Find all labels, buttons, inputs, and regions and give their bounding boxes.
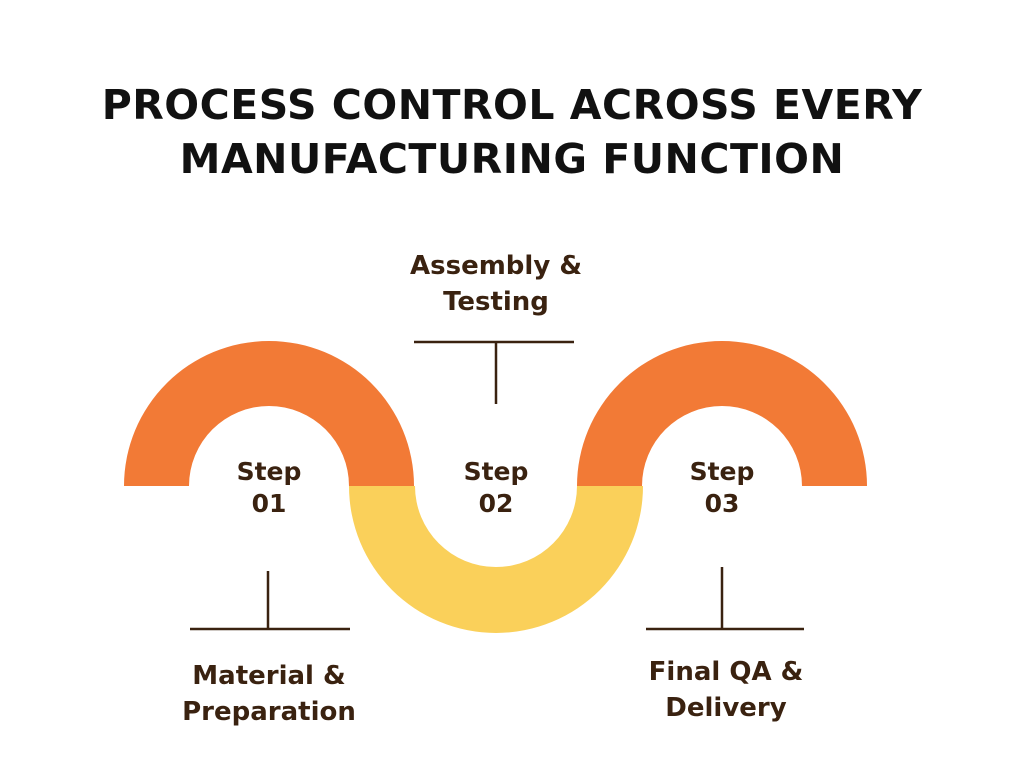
connector-step-03 — [646, 567, 804, 631]
title-line-2: MANUFACTURING FUNCTION — [179, 135, 845, 183]
arc-step-03 — [577, 341, 867, 486]
step-03-label-line-2: Delivery — [665, 693, 786, 723]
arc-step-01 — [124, 341, 414, 486]
step-02-label-line-1: Assembly & — [410, 251, 582, 281]
step-02-label-line-2: Testing — [443, 287, 549, 317]
connector-step-02 — [414, 340, 574, 404]
step-01-label-line-2: Preparation — [182, 697, 356, 727]
step-03-number: 03 — [705, 489, 740, 518]
step-01-label-line-1: Material & — [192, 661, 345, 691]
step-03-word: Step — [690, 457, 755, 486]
title-line-1: PROCESS CONTROL ACROSS EVERY — [101, 81, 923, 129]
step-01-number: 01 — [252, 489, 287, 518]
connector-step-01 — [190, 571, 350, 631]
step-03-label-line-1: Final QA & — [649, 657, 804, 687]
step-02-word: Step — [464, 457, 529, 486]
step-01-word: Step — [237, 457, 302, 486]
step-02-number: 02 — [479, 489, 514, 518]
arc-step-02 — [349, 486, 643, 633]
